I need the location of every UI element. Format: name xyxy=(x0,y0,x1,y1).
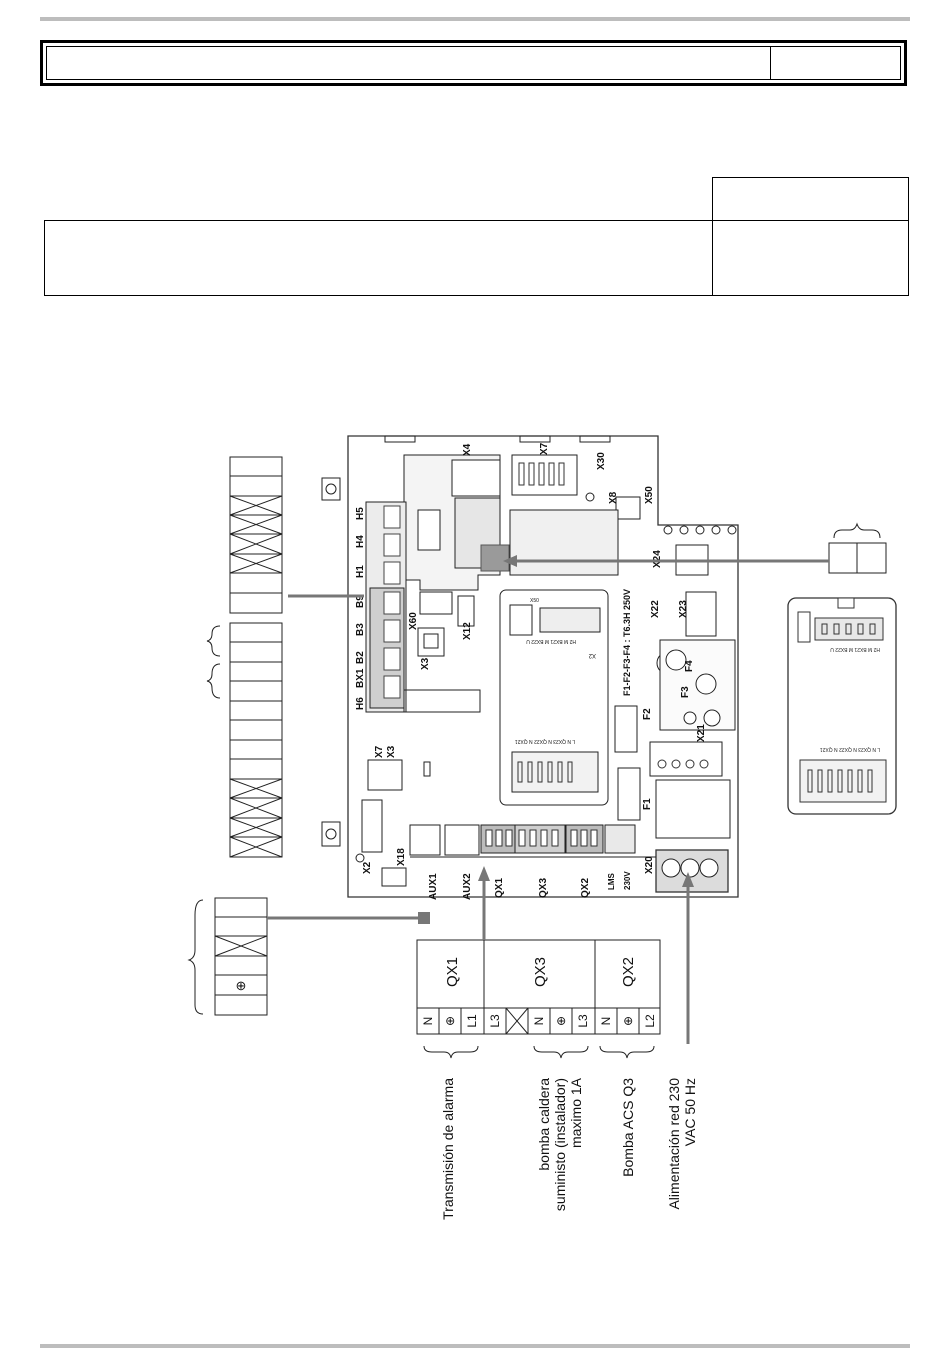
label-QX2-board: QX2 xyxy=(580,878,591,898)
legend-power-square xyxy=(418,912,430,924)
label-X30: X30 xyxy=(596,452,607,470)
output-terminal-table xyxy=(416,939,661,1035)
fuse-rating: F1-F2-F3-F4 : T6.3H 250V xyxy=(622,589,632,696)
label-X24: X24 xyxy=(652,550,663,568)
mains-arrowhead xyxy=(682,872,694,887)
header-box xyxy=(40,40,907,86)
ext-module-inputs: H2 M BX21 M BX22 U xyxy=(830,646,880,652)
pin-qx2-n: N xyxy=(599,1017,613,1026)
label-H5: H5 xyxy=(355,507,366,520)
label-AUX1: AUX1 xyxy=(428,873,439,900)
pin-qx1-l1: L1 xyxy=(465,1014,479,1028)
extension-module xyxy=(787,597,897,815)
pin-qx3-earth: ⊕ xyxy=(554,1016,568,1026)
pin-qx1-earth: ⊕ xyxy=(443,1016,457,1026)
group-QX3: QX3 xyxy=(532,957,549,987)
label-BX1: BX1 xyxy=(355,668,366,688)
info-table-divider xyxy=(712,220,713,296)
label-X23: X23 xyxy=(678,600,689,618)
pin-qx2-l2: L2 xyxy=(643,1014,657,1028)
label-F2: F2 xyxy=(642,708,653,720)
header-inner-box xyxy=(46,46,901,80)
top-rule xyxy=(40,17,910,21)
label-LMS: LMS xyxy=(607,872,616,890)
pin-qx1-n: N xyxy=(421,1017,435,1026)
label-X18: X18 xyxy=(396,848,407,866)
legend-right-box xyxy=(828,522,887,574)
label-B2: B2 xyxy=(355,651,366,664)
label-X20: X20 xyxy=(644,856,655,874)
label-H1: H1 xyxy=(355,565,366,578)
label-230V: 230V xyxy=(623,871,632,890)
output-descriptions: Transmisión de alarma bomba calderasumini… xyxy=(440,1077,698,1220)
extension-module-labels: H2 M BX21 M BX22 U L N QX23 N QX22 N QX2… xyxy=(820,646,880,752)
label-X21: X21 xyxy=(696,724,707,742)
output-terminal-labels: QX1 QX3 QX2 xyxy=(444,957,637,987)
info-table xyxy=(44,220,909,296)
label-X12: X12 xyxy=(462,622,473,640)
group-QX1: QX1 xyxy=(444,957,461,987)
header-divider xyxy=(770,46,771,80)
ext-module-outputs: L N QX23 N QX22 N QX21 xyxy=(820,746,880,752)
label-F3: F3 xyxy=(680,686,691,698)
label-QX3-board: QX3 xyxy=(538,878,549,898)
module-inputs: H2 M BX21 M BX22 U xyxy=(526,638,576,644)
label-X4: X4 xyxy=(462,443,473,456)
label-F1: F1 xyxy=(642,798,653,810)
pin-qx3-n: N xyxy=(532,1017,546,1026)
label-X2: X2 xyxy=(362,861,373,874)
legend-earth-symbol: ⊕ xyxy=(236,978,247,993)
label-X3-lower: X3 xyxy=(386,745,397,758)
label-X50: X50 xyxy=(644,486,655,504)
legend-power-column xyxy=(187,897,268,1016)
label-AUX2: AUX2 xyxy=(462,873,473,900)
module-X50: X50 xyxy=(530,598,539,604)
label-QX1-board: QX1 xyxy=(494,878,505,898)
output-pin-labels: N ⊕ L1 L3 N ⊕ L3 N ⊕ L2 xyxy=(421,1014,657,1028)
label-B3: B3 xyxy=(355,623,366,636)
qx1-arrowhead xyxy=(478,866,490,881)
label-H6: H6 xyxy=(355,697,366,710)
board-labels: X4 X7 X30 X8 X50 H5 H4 H1 B9 B3 B2 BX1 H… xyxy=(355,442,707,900)
label-X3-jack: X3 xyxy=(420,657,431,670)
bottom-rule xyxy=(40,1344,910,1348)
label-X7-lower: X7 xyxy=(374,745,385,758)
control-board xyxy=(321,435,739,898)
label-H4: H4 xyxy=(355,535,366,548)
module-X2: X2 xyxy=(588,652,596,658)
pin-qx3-l3b: L3 xyxy=(576,1014,590,1028)
output-braces xyxy=(423,1045,655,1059)
label-F4: F4 xyxy=(684,660,695,672)
description-3: Alimentación red 230VAC 50 Hz xyxy=(666,1078,698,1210)
pin-qx2-earth: ⊕ xyxy=(621,1016,635,1026)
label-X8: X8 xyxy=(608,491,619,504)
label-X22: X22 xyxy=(650,600,661,618)
description-0: Transmisión de alarma xyxy=(440,1078,456,1220)
label-X7-top: X7 xyxy=(539,442,550,455)
group-QX2: QX2 xyxy=(620,957,637,987)
pin-qx3-l3a: L3 xyxy=(488,1014,502,1028)
legend-right-arrowhead xyxy=(503,555,517,567)
label-B9: B9 xyxy=(355,595,366,608)
description-2: Bomba ACS Q3 xyxy=(620,1078,636,1177)
legend-left-column xyxy=(206,456,283,858)
description-1: bomba calderasuministo (instalador)maxim… xyxy=(536,1077,584,1211)
label-X60: X60 xyxy=(408,612,419,630)
module-outputs: L N QX23 N QX22 N QX21 xyxy=(515,738,575,744)
